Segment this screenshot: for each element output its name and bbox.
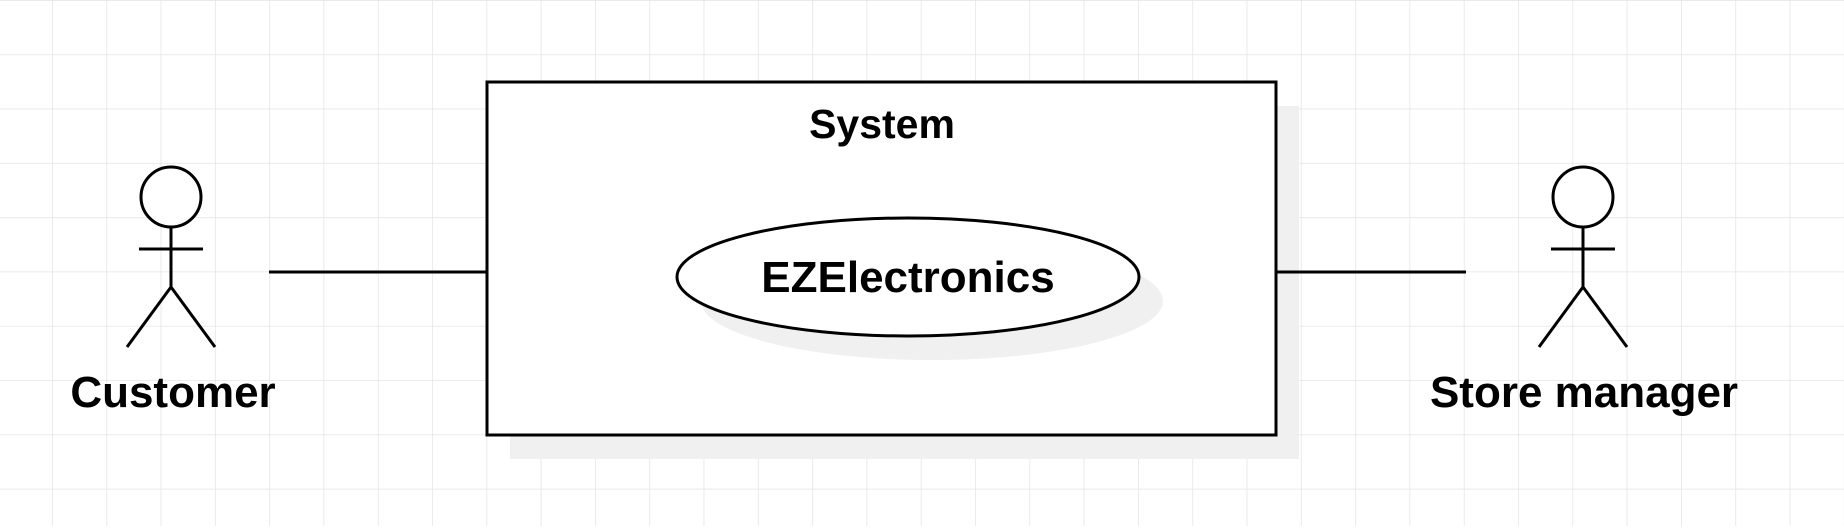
- actor-customer-label: Customer: [70, 368, 275, 417]
- actor-store-manager-label: Store manager: [1430, 368, 1738, 417]
- actor-store-manager-head: [1551, 165, 1615, 229]
- actor-store-manager-right-leg: [1581, 286, 1629, 348]
- use-case-ezelectronics[interactable]: [675, 216, 1141, 338]
- actor-store-manager-left-leg: [1537, 286, 1585, 348]
- actor-customer-right-leg: [169, 286, 217, 348]
- system-boundary[interactable]: [485, 80, 1278, 437]
- actor-store-manager[interactable]: Store manager: [1430, 165, 1738, 417]
- system-title: System: [809, 101, 955, 147]
- actor-customer-left-leg: [125, 286, 173, 348]
- use-case-label: EZElectronics: [761, 253, 1054, 302]
- actor-customer-head: [139, 165, 203, 229]
- actor-customer[interactable]: Customer: [70, 165, 276, 417]
